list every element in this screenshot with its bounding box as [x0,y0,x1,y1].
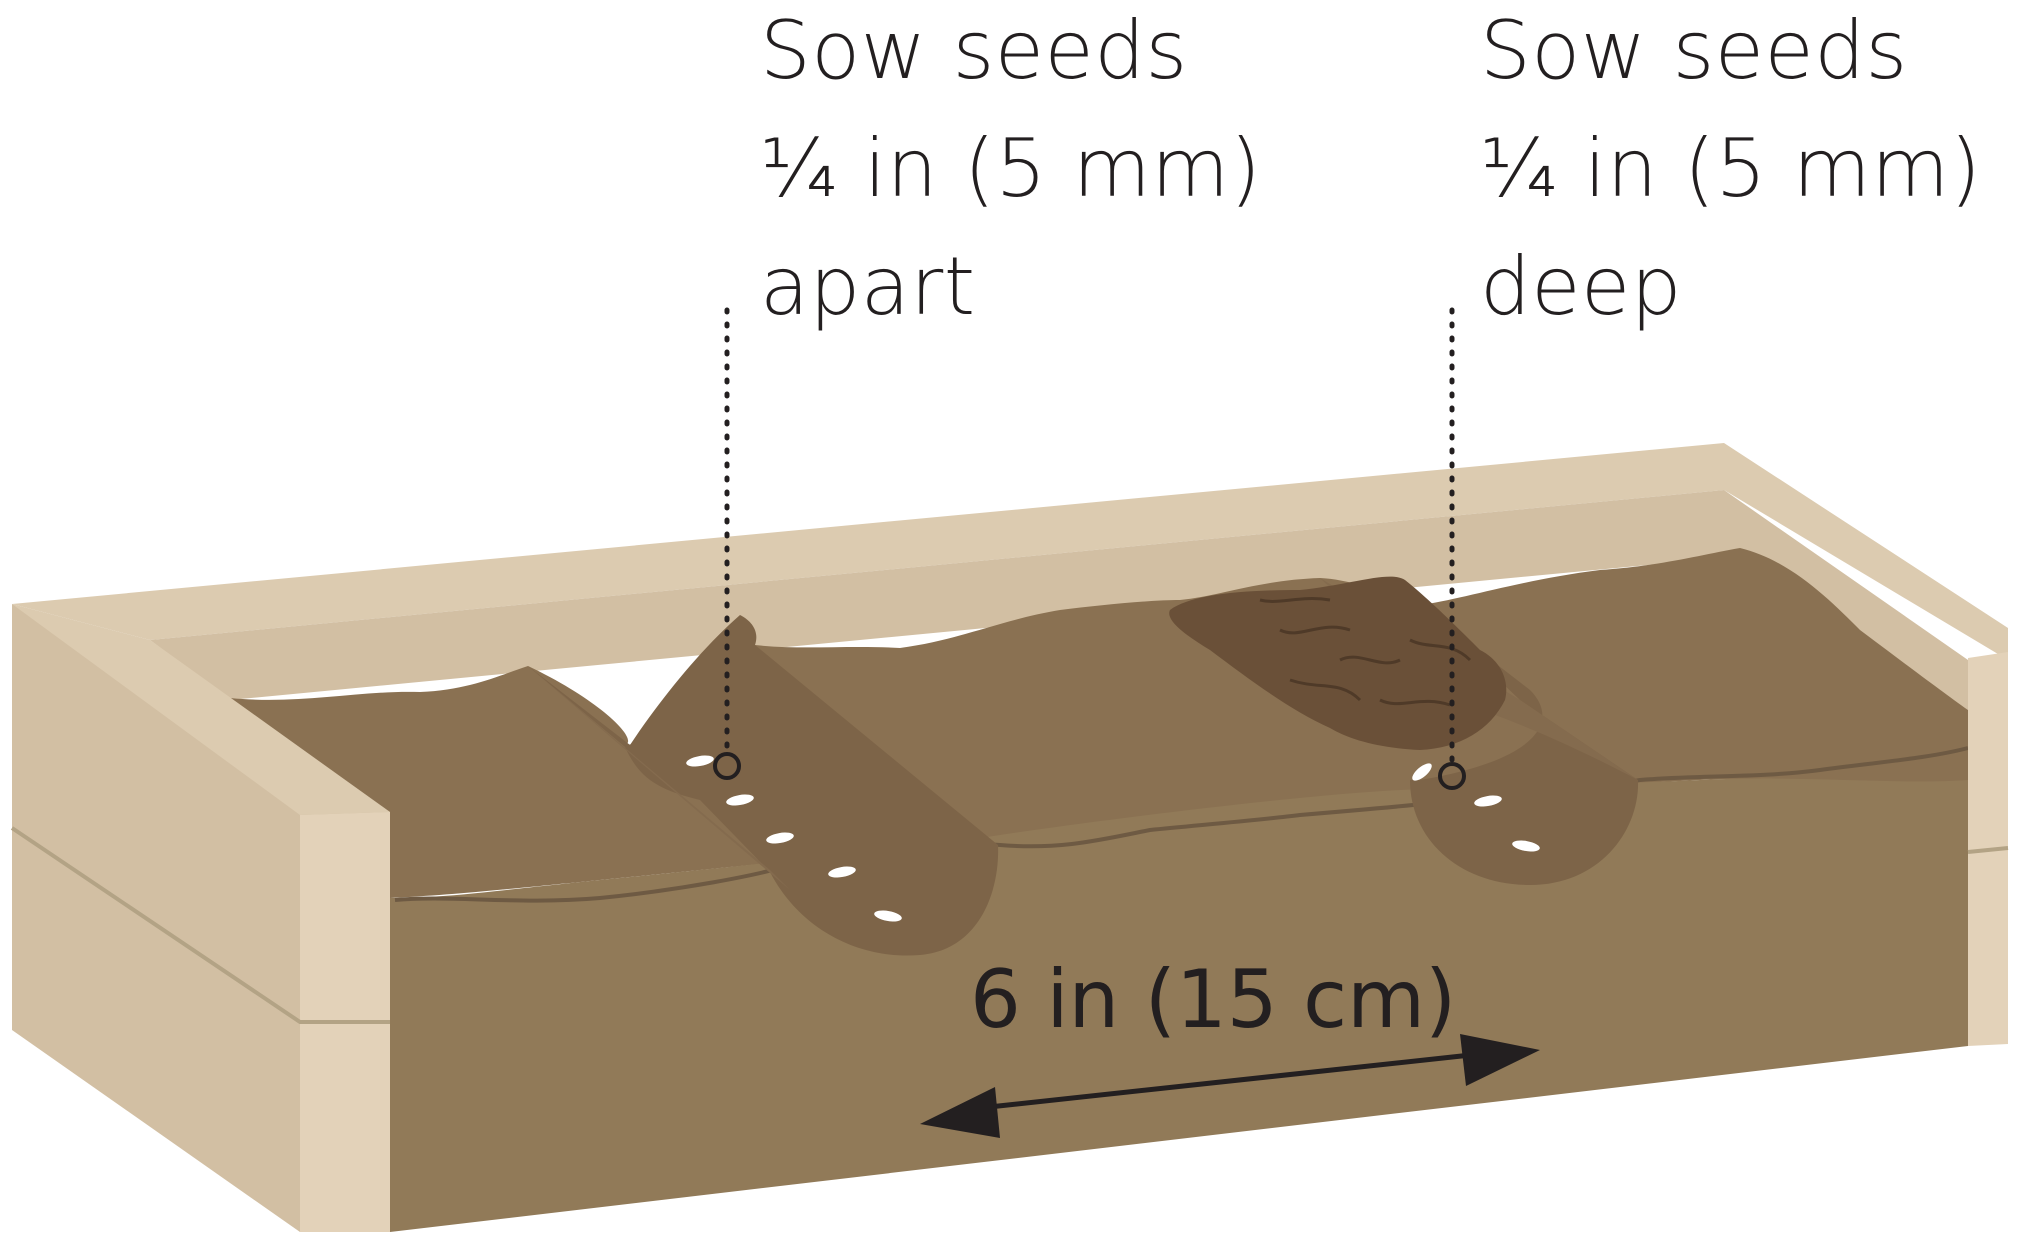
seed [874,910,902,922]
depth-callout-line-3: deep [1480,240,1682,333]
spacing-callout-line-1: Sow seeds [760,4,1188,97]
left-furrow-seeds [686,755,902,922]
row-spacing-label: 6 in (15 cm) [970,953,1457,1046]
seed [726,794,754,806]
left-furrow-ridge [528,666,790,890]
spacing-callout-line-3: apart [760,240,976,333]
dimension-arrow-icon [920,1034,1540,1138]
spacing-marker-circle [713,752,741,780]
seed [766,832,794,844]
tray-rim-top [12,443,2008,660]
seed [1474,795,1502,807]
covered-soil-mound [1169,576,1507,750]
tray-left-top-edge [12,604,390,815]
tray-inner-back-wall [150,490,1968,710]
seed [1412,763,1432,781]
dimension-arrow-shaft [979,1051,1481,1111]
tray-right-seam [1967,846,2009,854]
dimension-arrow-head-right [1460,1034,1540,1086]
depth-callout-line-2: ¼ in (5 mm) [1480,122,1982,215]
seed [828,866,856,878]
depth-marker-circle [1438,762,1466,790]
seed [686,755,714,767]
tray-left-seam [10,826,390,1024]
dimension-arrow-head-left [920,1087,1000,1138]
spacing-callout-line-2: ¼ in (5 mm) [760,122,1262,215]
right-furrow [1410,605,1639,885]
left-furrow [528,615,999,956]
depth-callout: Sow seeds ¼ in (5 mm) deep [1480,0,1981,346]
seed [1512,840,1540,852]
right-furrow-seeds [1412,763,1540,852]
depth-callout-line-1: Sow seeds [1480,4,1908,97]
soil-contour-line [394,746,1969,903]
spacing-callout: Sow seeds ¼ in (5 mm) apart [760,0,1261,346]
covered-soil-texture [1259,597,1472,707]
soil-top-surface [230,548,1968,898]
